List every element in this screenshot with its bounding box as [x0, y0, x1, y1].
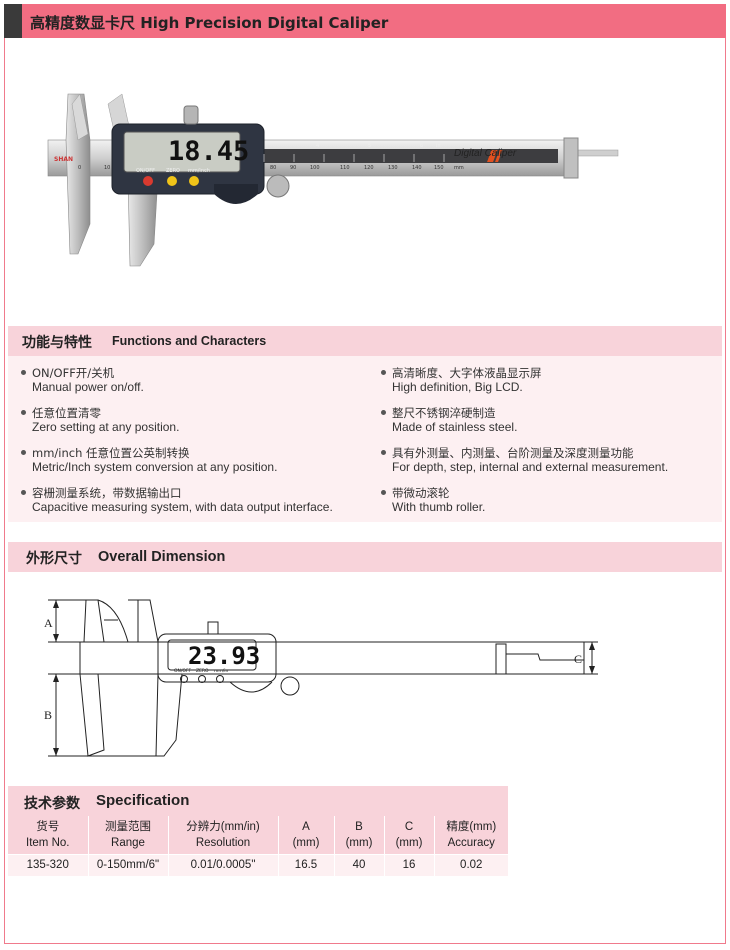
scale-label: 120	[364, 165, 374, 171]
cell-b: 40	[334, 853, 385, 876]
dim-label-b: B	[44, 708, 53, 722]
product-photo: 18.45 SHAN Digital Caliper ON/OFF ZERO m…	[8, 44, 720, 326]
inch-row: 4 5 6 in	[308, 143, 448, 151]
feature-item: 任意位置清零 Zero setting at any position.	[21, 406, 179, 434]
cell-range: 0-150mm/6"	[88, 853, 169, 876]
bullet-icon	[381, 410, 386, 415]
inch-unit: in	[436, 143, 441, 149]
lcd-reading: 18.45	[168, 136, 250, 167]
inch-label: 6	[420, 143, 424, 149]
spec-title-cn: 技术参数	[24, 796, 80, 812]
btn-label-mminch: mm/inch	[188, 168, 210, 174]
features-panel: ON/OFF开/关机 Manual power on/off. 任意位置清零 Z…	[8, 356, 722, 522]
inch-label: 4	[316, 143, 320, 149]
col-resolution: 分辨力(mm/in)Resolution	[168, 816, 279, 854]
dim-button-labels: ON/OFF ZERO mm/in	[174, 669, 229, 674]
dim-label-c: C	[574, 652, 583, 666]
feature-item: 带微动滚轮 With thumb roller.	[381, 486, 485, 514]
cell-resolution: 0.01/0.0005"	[168, 853, 279, 876]
page-title: 高精度数显卡尺 High Precision Digital Caliper	[30, 14, 389, 32]
beam-label: Digital Caliper	[454, 148, 517, 159]
dimension-header: 外形尺寸 Overall Dimension	[8, 542, 722, 572]
scale-label: 10	[104, 165, 111, 171]
bullet-icon	[21, 450, 26, 455]
brand-logo-text: SHAN	[54, 156, 74, 163]
bullet-icon	[381, 370, 386, 375]
bullet-icon	[21, 410, 26, 415]
cell-c: 16	[384, 853, 435, 876]
cell-a: 16.5	[278, 853, 335, 876]
feature-item: 整尺不锈钢淬硬制造 Made of stainless steel.	[381, 406, 517, 434]
col-a: A(mm)	[278, 816, 335, 854]
spec-header: 技术参数 Specification	[8, 786, 508, 816]
cell-item-no: 135-320	[8, 853, 89, 876]
cell-accuracy: 0.02	[434, 853, 508, 876]
dimension-drawing: A B C 23.93 ON/OFF ZERO mm/in	[8, 580, 720, 770]
scale-label: 90	[290, 165, 297, 171]
spec-title-en: Specification	[96, 792, 190, 809]
btn-label-onoff: ON/OFF	[136, 168, 156, 174]
features-header: 功能与特性 Functions and Characters	[8, 326, 722, 356]
table-row: 135-320 0-150mm/6" 0.01/0.0005" 16.5 40 …	[8, 853, 508, 876]
title-bar: 高精度数显卡尺 High Precision Digital Caliper	[4, 4, 726, 38]
dimension-title-en: Overall Dimension	[98, 549, 226, 565]
caliper-photo	[47, 93, 619, 267]
feature-item: ON/OFF开/关机 Manual power on/off.	[21, 366, 144, 394]
col-c: C(mm)	[384, 816, 435, 854]
title-accent	[4, 4, 22, 38]
scale-label: 0	[78, 165, 82, 171]
feature-item: mm/inch 任意位置公英制转换 Metric/Inch system con…	[21, 446, 277, 474]
feature-item: 容栅测量系统，带数据输出口 Capacitive measuring syste…	[21, 486, 333, 514]
bullet-icon	[381, 490, 386, 495]
feature-item: 具有外测量、内测量、台阶测量及深度测量功能 For depth, step, i…	[381, 446, 668, 474]
scale-label: 140	[412, 165, 422, 171]
caliper-outline	[48, 599, 598, 757]
col-accuracy: 精度(mm)Accuracy	[434, 816, 508, 854]
btn-label-zero: ZERO	[166, 168, 180, 174]
dim-label-a: A	[44, 616, 53, 630]
scale-unit: mm	[454, 165, 464, 171]
inch-label: 5	[368, 143, 372, 149]
scale-label: 150	[434, 165, 444, 171]
bullet-icon	[21, 370, 26, 375]
col-b: B(mm)	[334, 816, 385, 854]
feature-item: 高清晰度、大字体液晶显示屏 High definition, Big LCD.	[381, 366, 542, 394]
dim-lcd-reading: 23.93	[188, 642, 261, 670]
dimension-title-cn: 外形尺寸	[26, 551, 82, 567]
scale-label: 130	[388, 165, 398, 171]
scale-row: 0 10 80 90 100 110 120 130 140 150 mm	[78, 165, 464, 173]
bullet-icon	[381, 450, 386, 455]
scale-label: 80	[270, 165, 277, 171]
bullet-icon	[21, 490, 26, 495]
scale-label: 110	[340, 165, 350, 171]
features-title-en: Functions and Characters	[112, 334, 267, 348]
scale-label: 100	[310, 165, 320, 171]
features-title-cn: 功能与特性	[22, 335, 92, 351]
